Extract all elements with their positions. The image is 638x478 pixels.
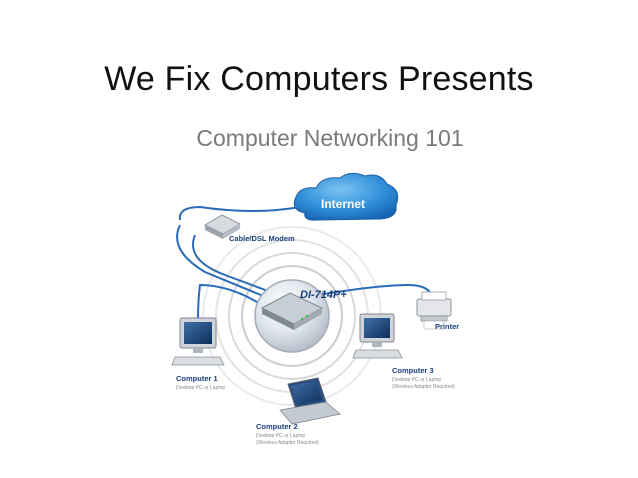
printer-icon <box>416 291 452 330</box>
computer-3-desc-line2: (Wireless Adapter Required) <box>392 384 455 390</box>
modem-label: Cable/DSL Modem <box>229 234 295 243</box>
router-icon <box>254 279 330 353</box>
internet-label: Internet <box>321 197 365 211</box>
computer-3-icon <box>352 313 403 359</box>
computer-1-desc: Desktop PC or Laptop <box>176 385 225 391</box>
computer-2-desc-line1: Desktop PC or Laptop <box>256 433 305 439</box>
computer-1-icon <box>171 317 225 366</box>
printer-label: Printer <box>435 322 459 331</box>
slide-subtitle: Computer Networking 101 <box>196 125 464 151</box>
computer-2-desc-line2: (Wireless Adapter Required) <box>256 440 319 446</box>
computer-1-name: Computer 1 <box>176 374 218 383</box>
router-label: DI-714P+ <box>300 289 347 301</box>
modem-icon <box>203 214 242 239</box>
computer-3-name: Computer 3 <box>392 366 434 375</box>
computer-3-desc-line1: Desktop PC or Laptop <box>392 377 441 383</box>
slide-title: We Fix Computers Presents <box>104 60 534 98</box>
computer-2-laptop-icon <box>279 377 341 425</box>
computer-2-name: Computer 2 <box>256 422 298 431</box>
internet-cloud-icon: Internet <box>293 172 399 221</box>
